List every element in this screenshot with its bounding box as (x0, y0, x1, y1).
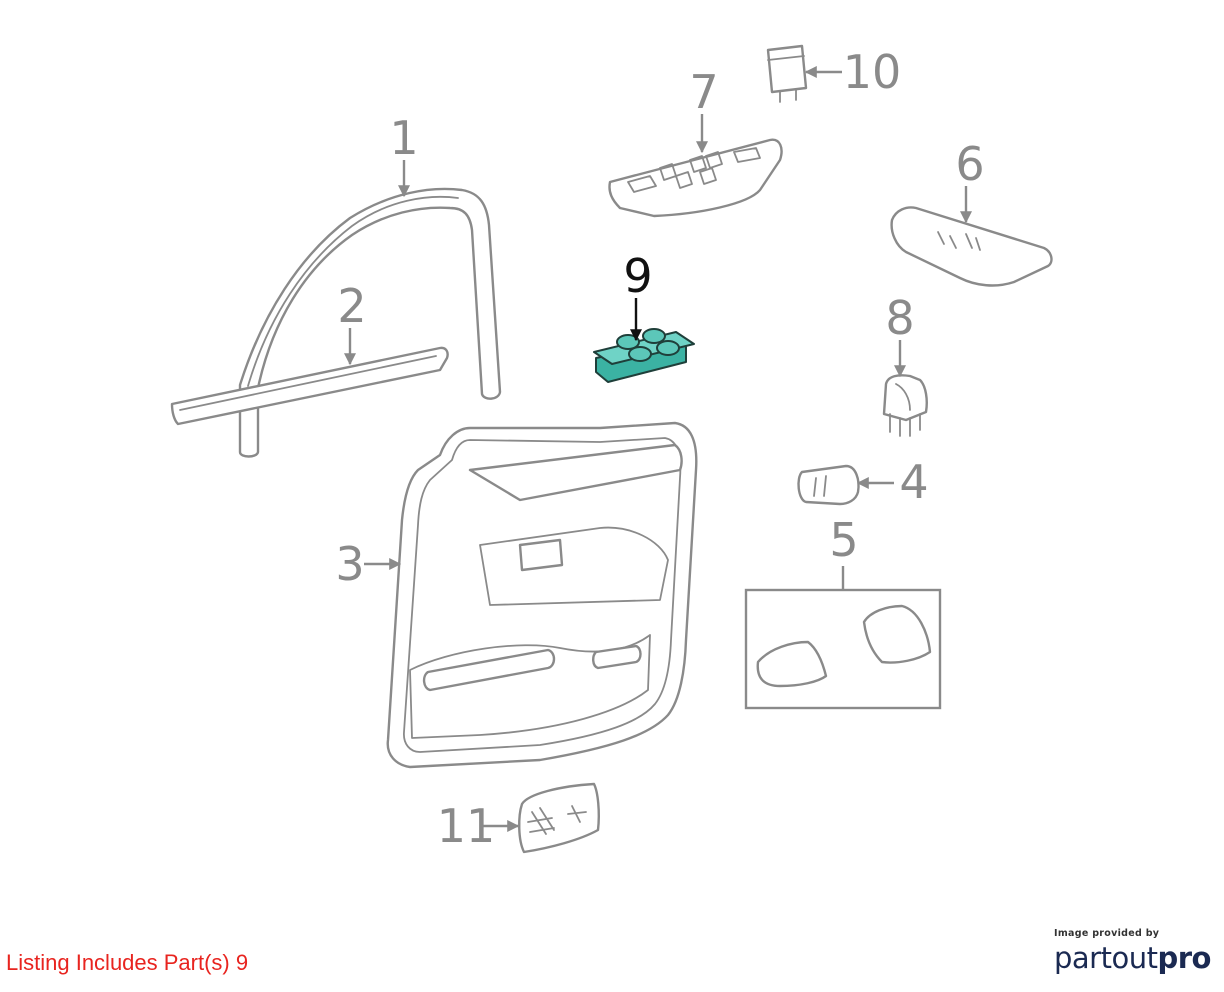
part-5-cap-set (744, 588, 942, 710)
part-7-master-switch-panel (608, 138, 783, 218)
listing-note: Listing Includes Part(s) 9 (6, 950, 249, 975)
leader-lines (344, 66, 972, 832)
part-2-belt-moulding (170, 346, 449, 426)
part-4-handle-bezel (797, 464, 860, 506)
part-3-door-trim-panel (386, 421, 698, 769)
callout-7: 7 (689, 65, 718, 119)
callout-4: 4 (899, 455, 928, 509)
callout-1: 1 (389, 111, 418, 165)
callout-8: 8 (885, 291, 914, 345)
callout-3: 3 (335, 537, 364, 591)
part-6-switch-bezel (890, 206, 1053, 287)
callout-9-highlighted: 9 (623, 249, 652, 303)
callout-2: 2 (337, 279, 366, 333)
provider-brand-part-b: pro (1157, 941, 1211, 975)
callout-6: 6 (955, 137, 984, 191)
part-11-mirror-control (518, 782, 600, 854)
part-8-single-switch (882, 374, 928, 437)
provider-caption: Image provided by (1054, 928, 1160, 939)
provider-logo: partoutpro (1054, 941, 1214, 975)
provider-credit: Image provided by partoutpro (1054, 928, 1214, 975)
part-1-window-frame (238, 187, 502, 458)
callout-10: 10 (843, 45, 902, 99)
callout-11: 11 (437, 799, 496, 853)
provider-brand-part-a: partout (1054, 941, 1158, 975)
callout-5: 5 (829, 513, 858, 567)
part-9-window-switch-highlighted (593, 328, 695, 383)
part-10-relay (766, 44, 808, 103)
callout-labels: 1 2 3 4 5 6 7 8 9 10 11 (335, 45, 984, 853)
